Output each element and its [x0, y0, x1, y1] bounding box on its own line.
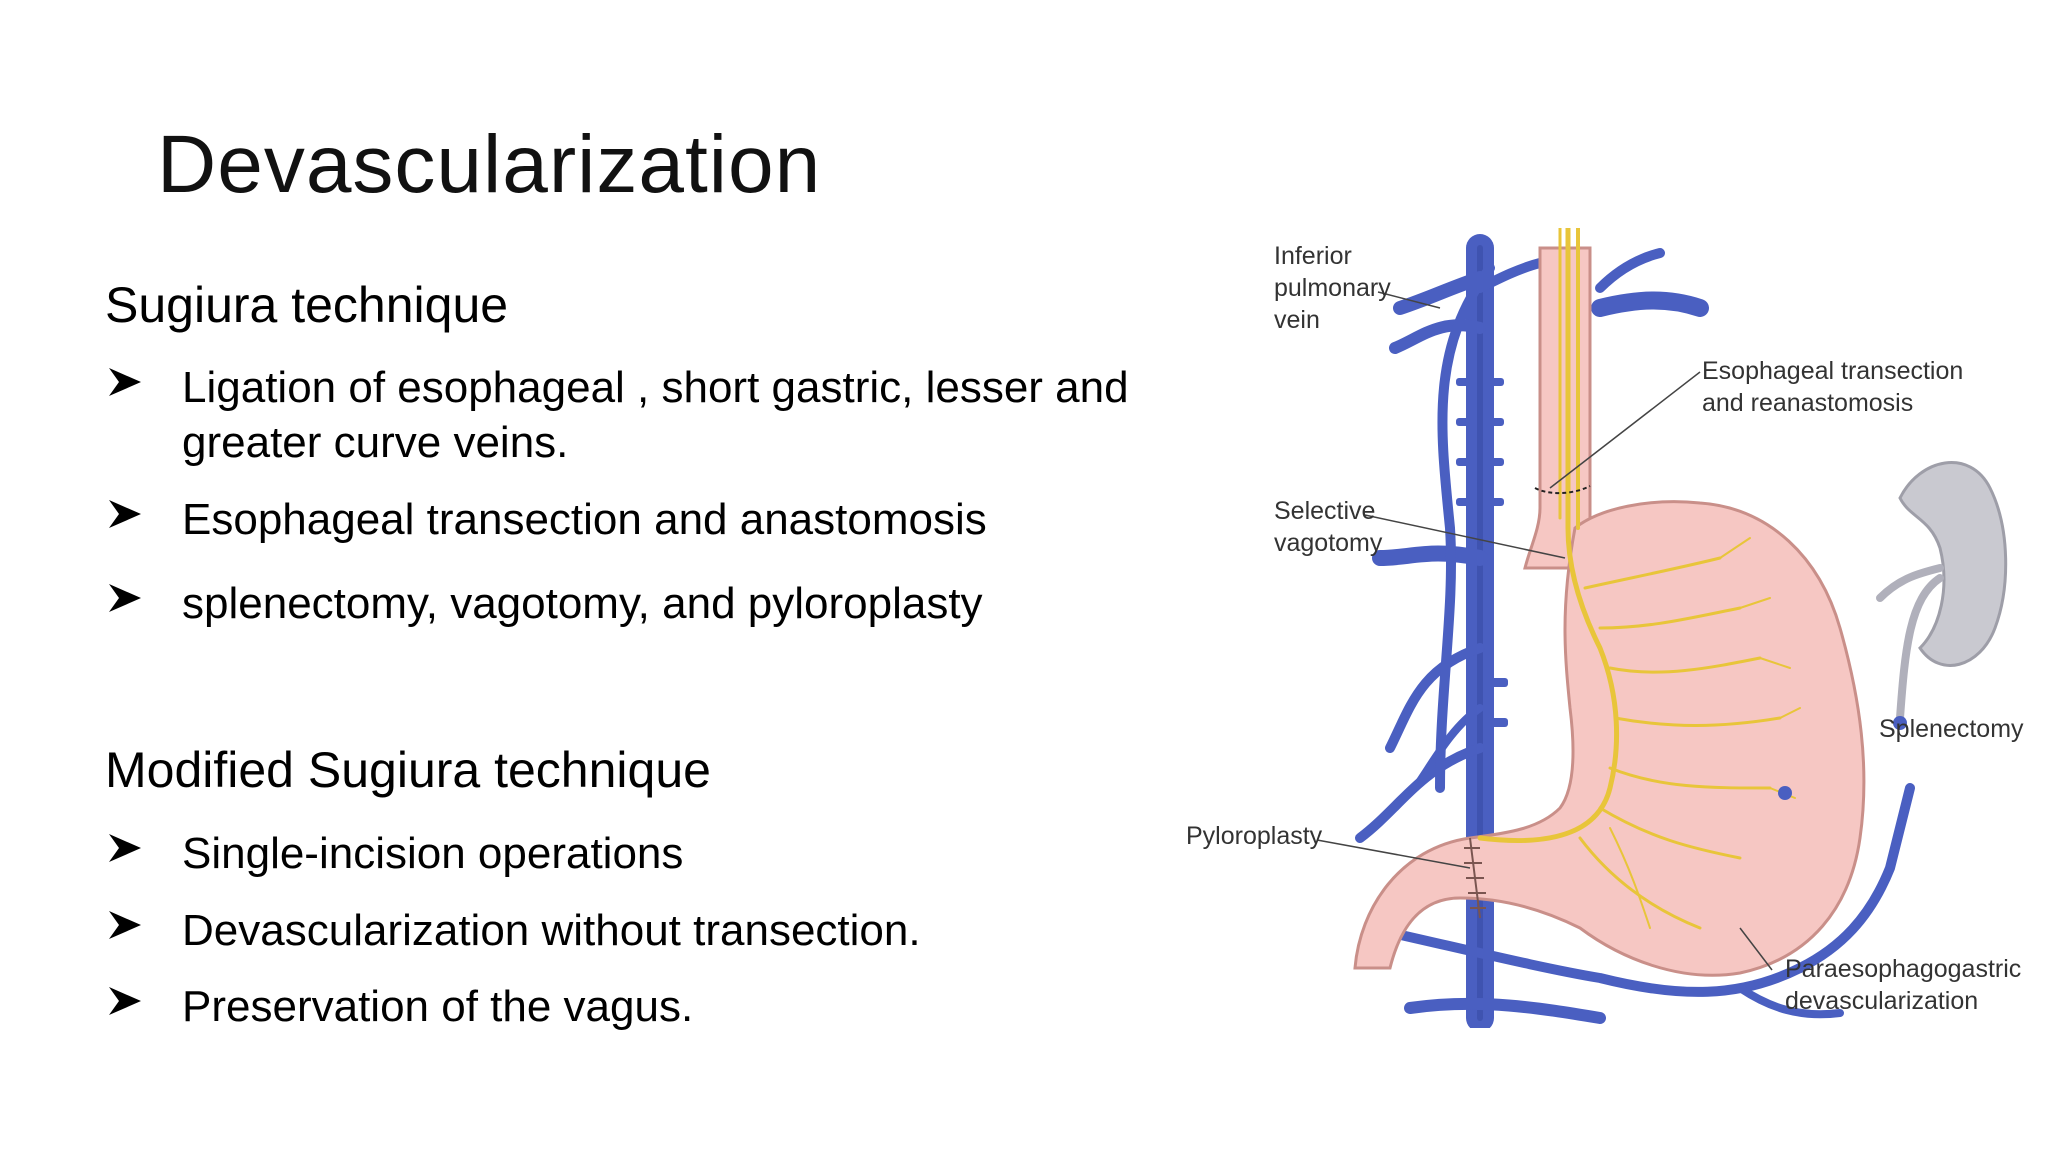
- pyloroplasty-suture: [1464, 837, 1486, 919]
- arrowhead-bullet-icon: [109, 834, 141, 862]
- arrowhead-bullet-icon: [109, 500, 141, 528]
- bullet-text: greater curve veins.: [182, 418, 569, 467]
- slide-title: Devascularization: [157, 119, 822, 210]
- label-pyloroplasty: Pyloroplasty: [1186, 822, 1323, 850]
- bullet-text: Single-incision operations: [182, 829, 684, 878]
- label-inferior-pulmonary-vein: Inferior pulmonary vein: [1274, 242, 1398, 334]
- bullet-text: Preservation of the vagus.: [182, 982, 694, 1031]
- ligated-vein-stumps: [1456, 378, 1508, 727]
- label-esophageal-transection: Esophageal transection and reanastomosis: [1702, 357, 1970, 417]
- bullet-text: splenectomy, vagotomy, and pyloroplasty: [182, 579, 983, 628]
- arrowhead-bullet-icon: [109, 584, 141, 612]
- label-splenectomy: Splenectomy: [1879, 715, 2024, 743]
- bullet-text: Ligation of esophageal , short gastric, …: [182, 363, 1129, 412]
- arrowhead-bullet-icon: [109, 368, 141, 396]
- leader-lines: [1316, 291, 1773, 971]
- spleen: [1876, 461, 2008, 730]
- bullet-text: Esophageal transection and anastomosis: [182, 495, 987, 544]
- section-heading-modified-sugiura: Modified Sugiura technique: [105, 742, 711, 798]
- label-paraesophagogastric-devascularization: Paraesophagogastric devascularization: [1785, 955, 2028, 1015]
- arrowhead-bullet-icon: [109, 911, 141, 939]
- stomach: [1353, 500, 1866, 977]
- label-selective-vagotomy: Selective vagotomy: [1274, 497, 1383, 557]
- arrowhead-bullet-icon: [109, 987, 141, 1015]
- bullet-text: Devascularization without transection.: [182, 906, 921, 955]
- ligated-vessel-end: [1778, 786, 1792, 800]
- transection-line: [1534, 485, 1591, 494]
- sugiura-procedure-illustration: Inferior pulmonary vein Esophageal trans…: [1186, 228, 2028, 1028]
- esophagus: [1523, 246, 1592, 570]
- vagus-nerve: [1477, 228, 1801, 930]
- section-heading-sugiura: Sugiura technique: [105, 277, 509, 333]
